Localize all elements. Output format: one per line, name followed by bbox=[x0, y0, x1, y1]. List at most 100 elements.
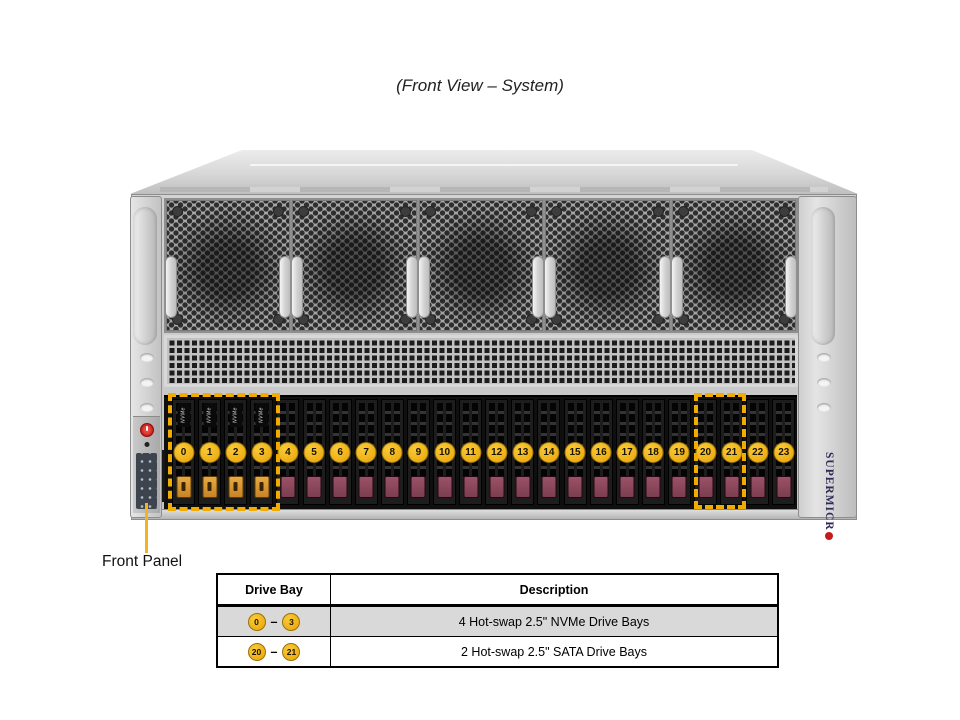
description-column-header: Description bbox=[330, 573, 779, 607]
drive-latch bbox=[619, 476, 635, 498]
drive-bay-23: 23 bbox=[772, 399, 796, 505]
table-header-row: Drive Bay Description bbox=[216, 573, 779, 607]
bay-number-badge: 8 bbox=[381, 442, 403, 463]
screw-icon bbox=[298, 206, 310, 217]
bay-range-cell: 0–3 bbox=[216, 605, 331, 637]
bay-number-badge: 3 bbox=[282, 612, 301, 631]
left-rack-handle bbox=[133, 207, 157, 345]
drive-latch bbox=[176, 476, 191, 498]
drive-latch bbox=[358, 476, 374, 498]
screw-icon bbox=[551, 314, 563, 325]
fan-handle bbox=[405, 256, 418, 318]
chassis-bottom-rail bbox=[132, 509, 856, 519]
description-cell: 2 Hot-swap 2.5" SATA Drive Bays bbox=[330, 636, 779, 668]
bay-number-badge: 16 bbox=[590, 442, 612, 463]
screw-icon bbox=[172, 314, 183, 325]
bay-number-badge: 13 bbox=[512, 442, 534, 463]
bay-number-badge: 17 bbox=[616, 442, 638, 463]
brand-logo: SUPERMICR bbox=[813, 437, 835, 555]
brand-red-dot-icon bbox=[825, 532, 833, 541]
screw-icon bbox=[551, 206, 563, 217]
ear-hole bbox=[140, 378, 154, 387]
bay-number-badge: 7 bbox=[355, 442, 377, 463]
drive-bay-6: 6 bbox=[328, 399, 352, 505]
fan-handle bbox=[417, 256, 430, 318]
drive-latch bbox=[776, 476, 792, 498]
drive-bay-17: 17 bbox=[615, 399, 639, 505]
drive-latch bbox=[332, 476, 348, 498]
ear-hole bbox=[817, 403, 831, 412]
fan-handle bbox=[785, 256, 798, 318]
drive-latch bbox=[437, 476, 452, 498]
bay-number-badge: 20 bbox=[247, 642, 266, 661]
ear-hole bbox=[817, 353, 831, 362]
drive-latch bbox=[567, 476, 583, 498]
screw-icon bbox=[526, 206, 538, 217]
fan-handle bbox=[291, 256, 304, 318]
drive-bay-14: 14 bbox=[537, 399, 561, 505]
screw-icon bbox=[424, 314, 436, 325]
fan-module bbox=[544, 200, 671, 331]
bay-number-badge: 22 bbox=[747, 442, 769, 463]
bay-number-badge: 5 bbox=[303, 442, 325, 463]
fan-grille bbox=[672, 201, 796, 330]
fan-handle bbox=[532, 256, 545, 318]
drive-latch bbox=[645, 476, 661, 498]
screw-icon bbox=[424, 206, 436, 217]
ear-hole bbox=[817, 378, 831, 387]
bay-number-badge: 1 bbox=[199, 442, 221, 463]
fan-handle bbox=[670, 256, 683, 318]
screw-icon bbox=[526, 314, 538, 325]
drive-bay-18: 18 bbox=[641, 399, 665, 505]
fan-module bbox=[291, 200, 418, 331]
drive-bay-4: 4 bbox=[276, 399, 300, 505]
drive-bay-9: 9 bbox=[406, 399, 430, 505]
fan-handle bbox=[279, 256, 292, 318]
bay-number-badge: 10 bbox=[434, 442, 455, 463]
right-rack-ear: SUPERMICR bbox=[798, 196, 857, 541]
bay-range-cell: 20–21 bbox=[216, 636, 331, 668]
fan-handle bbox=[544, 256, 557, 318]
nvme-bays-outline bbox=[168, 393, 280, 511]
screw-icon bbox=[298, 314, 310, 325]
description-cell: 4 Hot-swap 2.5" NVMe Drive Bays bbox=[330, 605, 779, 637]
ear-hole bbox=[140, 353, 154, 362]
drive-latch bbox=[515, 476, 531, 498]
drive-bay-8: 8 bbox=[380, 399, 404, 505]
drive-latch bbox=[750, 476, 766, 498]
screw-icon bbox=[779, 206, 791, 217]
fan-module bbox=[670, 200, 798, 331]
fan-grille bbox=[293, 201, 416, 330]
bay-number-badge: 0 bbox=[173, 442, 194, 463]
fan-grille bbox=[546, 201, 669, 330]
screw-icon bbox=[652, 206, 664, 217]
fan-module bbox=[165, 200, 292, 331]
bay-number-badge: 23 bbox=[773, 442, 795, 463]
fan-grille bbox=[167, 201, 290, 330]
bay-number-badge: 14 bbox=[538, 442, 560, 463]
ear-hole bbox=[140, 403, 154, 412]
bay-number-badge: 18 bbox=[642, 442, 664, 463]
drive-bay-13: 13 bbox=[511, 399, 535, 505]
drive-bay-15: 15 bbox=[563, 399, 587, 505]
screw-icon bbox=[273, 206, 285, 217]
drive-bay-5: 5 bbox=[302, 399, 326, 505]
drive-latch bbox=[228, 476, 244, 498]
drive-latch bbox=[671, 476, 687, 498]
bay-number-badge: 11 bbox=[460, 442, 482, 463]
drive-latch bbox=[724, 476, 740, 498]
front-panel-leds bbox=[136, 453, 157, 509]
bay-number-badge: 21 bbox=[721, 442, 743, 463]
front-panel-callout-line bbox=[145, 503, 148, 553]
drive-bay-12: 12 bbox=[485, 399, 509, 505]
bay-number-badge: 12 bbox=[486, 442, 508, 463]
reset-icon bbox=[144, 442, 149, 447]
left-rack-ear bbox=[130, 196, 162, 518]
